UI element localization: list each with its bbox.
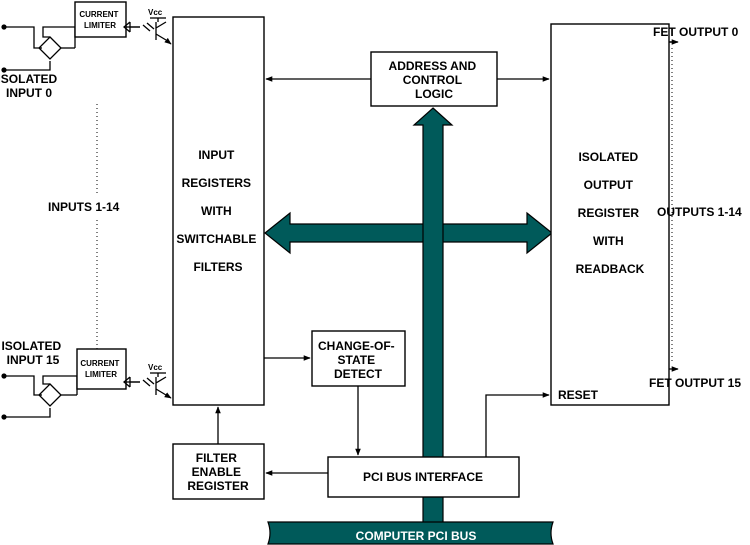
optocoupler-0 [122,21,140,33]
computer-pci-bus-bar [267,521,554,545]
bridge-rectifier-15 [38,383,62,407]
change-of-state-detect-block: CHANGE-OF- STATE DETECT [311,330,406,387]
current-limiter-15 [76,348,127,390]
input-channel-15: ISOLATED INPUT 15 CURRENT LIMITER Vcc [1,339,172,420]
isolated-output-register-block: ISOLATED OUTPUT REGISTER WITH READBACK R… [550,23,670,406]
horizontal-internal-bus [264,211,553,255]
pci-to-reset-arrow [485,392,550,457]
reset-label: RESET [558,388,599,402]
outputs-1-14-label: OUTPUTS 1-14 [657,205,742,219]
svg-text:CURRENT LIMITER: CURRENT LIMITER [80,359,121,379]
address-control-text: ADDRESS AND CONTROL LOGIC [389,59,480,101]
optocoupler-15 [122,376,140,388]
bridge-rectifier-0 [38,36,62,60]
fet-output0-label: FET OUTPUT 0 [653,25,739,39]
change-of-state-text: CHANGE-OF- STATE DETECT [318,339,398,381]
inputs-1-14-label: INPUTS 1-14 [48,200,120,214]
connections [215,39,679,476]
isolated-output-text: ISOLATED OUTPUT REGISTER WITH READBACK [576,150,645,276]
isolated-input0-label: ISOLATED INPUT 0 [0,72,61,100]
svg-text:CURRENT LIMITER: CURRENT LIMITER [79,10,120,30]
pci-bus-interface-block: PCI BUS INTERFACE [327,456,520,498]
fet-output15-label: FET OUTPUT 15 [649,376,741,390]
isolated-input15-label: ISOLATED INPUT 15 [1,339,64,367]
filter-enable-text: FILTER ENABLE REGISTER [187,451,249,493]
address-control-logic-block: ADDRESS AND CONTROL LOGIC [370,51,498,107]
input-registers-block: INPUT REGISTERS WITH SWITCHABLE FILTERS [172,16,265,406]
vcc-0-label: Vcc [148,8,163,17]
filter-enable-register-block: FILTER ENABLE REGISTER [172,443,265,500]
computer-pci-bus-label: COMPUTER PCI BUS [356,529,477,543]
current-limiter-0 [74,1,127,38]
input-channel-0: CURRENT LIMITER Vcc ISOLATED INPUT 0 [0,1,172,100]
pci-bus-interface-text: PCI BUS INTERFACE [363,470,483,484]
vcc-15-label: Vcc [148,363,163,372]
input-registers-text: INPUT REGISTERS WITH SWITCHABLE FILTERS [176,148,259,274]
data-bus: COMPUTER PCI BUS [264,107,554,545]
